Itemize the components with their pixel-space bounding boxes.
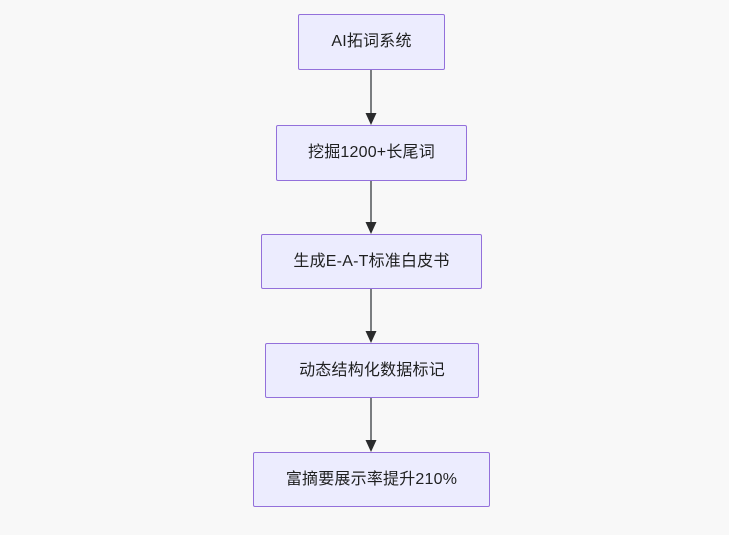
flow-node-ai-keyword-system[interactable]: AI拓词系统 xyxy=(298,14,445,70)
flow-node-label: 富摘要展示率提升210% xyxy=(285,470,458,488)
edge-node4-node5 xyxy=(365,398,377,452)
flow-node-mine-longtail-keywords[interactable]: 挖掘1200+长尾词 xyxy=(276,125,467,181)
flow-node-label: 动态结构化数据标记 xyxy=(299,361,445,379)
edge-node1-node2 xyxy=(365,70,377,125)
flow-node-dynamic-structured-data-markup[interactable]: 动态结构化数据标记 xyxy=(265,343,479,398)
flow-node-generate-eat-whitepaper[interactable]: 生成E-A-T标准白皮书 xyxy=(261,234,482,289)
edge-node2-node3 xyxy=(365,181,377,234)
flow-node-label: 生成E-A-T标准白皮书 xyxy=(293,252,450,270)
flow-node-rich-snippet-impression-lift[interactable]: 富摘要展示率提升210% xyxy=(253,452,490,507)
flow-node-label: AI拓词系统 xyxy=(331,33,412,50)
edge-node3-node4 xyxy=(365,289,377,343)
flow-node-label: 挖掘1200+长尾词 xyxy=(308,144,435,161)
